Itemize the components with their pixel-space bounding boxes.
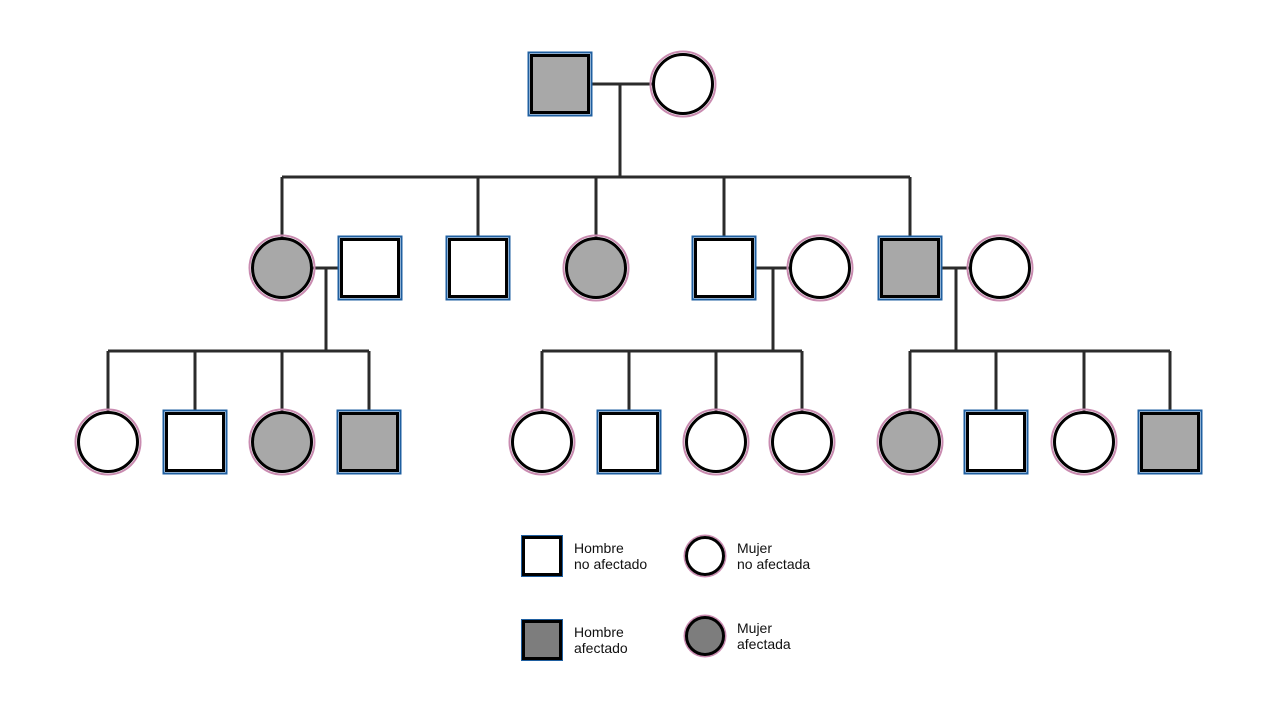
- male-unaffected-square: [340, 238, 400, 298]
- person-g3-a3: [248, 408, 316, 476]
- person-g2-daughter-1: [248, 234, 316, 302]
- person-g2-son-3: [877, 235, 943, 301]
- legend-item-female-affected: Mujer afectada: [685, 616, 791, 656]
- person-g3-a4: [336, 409, 402, 475]
- female-unaffected-circle: [77, 411, 139, 473]
- female-symbol-ring: [876, 408, 944, 476]
- person-g3-c2: [963, 409, 1029, 475]
- person-g3-b3: [682, 408, 750, 476]
- person-g2-son-2: [691, 235, 757, 301]
- female-symbol-ring: [682, 408, 750, 476]
- person-g2-son-1: [445, 235, 511, 301]
- female-unaffected-circle: [789, 237, 851, 299]
- male-symbol-ring: [963, 409, 1029, 475]
- male-affected-square: [1140, 412, 1200, 472]
- legend-male-unaffected-symbol: [522, 536, 562, 576]
- male-unaffected-square: [599, 412, 659, 472]
- female-unaffected-circle: [771, 411, 833, 473]
- male-symbol-ring: [337, 235, 403, 301]
- female-symbol-ring: [1050, 408, 1118, 476]
- male-unaffected-square: [966, 412, 1026, 472]
- legend-male-affected-symbol: [522, 620, 562, 660]
- female-symbol-ring: [966, 234, 1034, 302]
- female-symbol-ring: [74, 408, 142, 476]
- female-affected-circle: [251, 411, 313, 473]
- person-g3-a2: [162, 409, 228, 475]
- person-g1-father: [527, 51, 593, 117]
- female-symbol-ring: [768, 408, 836, 476]
- male-symbol-ring: [336, 409, 402, 475]
- male-symbol-ring: [162, 409, 228, 475]
- legend-male-affected-label: Hombre afectado: [574, 624, 628, 656]
- male-symbol-ring: [527, 51, 593, 117]
- male-affected-square: [880, 238, 940, 298]
- female-symbol-ring: [248, 234, 316, 302]
- female-symbol-ring: [562, 234, 630, 302]
- legend-female-unaffected-symbol: [685, 536, 725, 576]
- person-g3-b2: [596, 409, 662, 475]
- person-g3-b4: [768, 408, 836, 476]
- male-symbol-ring: [1137, 409, 1203, 475]
- legend-female-affected-label: Mujer afectada: [737, 620, 791, 652]
- legend-female-affected-symbol: [685, 616, 725, 656]
- male-affected-square: [339, 412, 399, 472]
- male-symbol-ring: [445, 235, 511, 301]
- female-affected-circle: [879, 411, 941, 473]
- male-symbol-ring: [596, 409, 662, 475]
- male-affected-square: [530, 54, 590, 114]
- person-g3-a1: [74, 408, 142, 476]
- pedigree-lines: [106, 82, 1172, 411]
- male-unaffected-square: [448, 238, 508, 298]
- person-g2-son-3-spouse: [966, 234, 1034, 302]
- legend-female-unaffected-label: Mujer no afectada: [737, 540, 811, 572]
- legend-item-female-unaffected: Mujer no afectada: [685, 536, 810, 576]
- male-unaffected-square: [694, 238, 754, 298]
- female-affected-circle: [565, 237, 627, 299]
- person-g2-daughter-2: [562, 234, 630, 302]
- female-unaffected-circle: [1053, 411, 1115, 473]
- female-affected-circle: [251, 237, 313, 299]
- person-g2-son-2-spouse: [786, 234, 854, 302]
- male-symbol-ring: [691, 235, 757, 301]
- female-symbol-ring: [786, 234, 854, 302]
- person-g2-daughter-1-spouse: [337, 235, 403, 301]
- legend-male-unaffected-label: Hombre no afectado: [574, 540, 648, 572]
- female-unaffected-circle: [511, 411, 573, 473]
- female-symbol-ring: [248, 408, 316, 476]
- female-unaffected-circle: [969, 237, 1031, 299]
- legend-item-male-affected: Hombre afectado: [522, 620, 628, 660]
- person-g3-b1: [508, 408, 576, 476]
- person-g1-mother: [649, 50, 717, 118]
- person-g3-c1: [876, 408, 944, 476]
- male-symbol-ring: [877, 235, 943, 301]
- female-symbol-ring: [649, 50, 717, 118]
- female-symbol-ring: [508, 408, 576, 476]
- person-g3-c4: [1137, 409, 1203, 475]
- female-unaffected-circle: [652, 53, 714, 115]
- pedigree-symbols: [74, 50, 1203, 476]
- legend-item-male-unaffected: Hombre no afectado: [522, 536, 647, 576]
- male-unaffected-square: [165, 412, 225, 472]
- person-g3-c3: [1050, 408, 1118, 476]
- female-unaffected-circle: [685, 411, 747, 473]
